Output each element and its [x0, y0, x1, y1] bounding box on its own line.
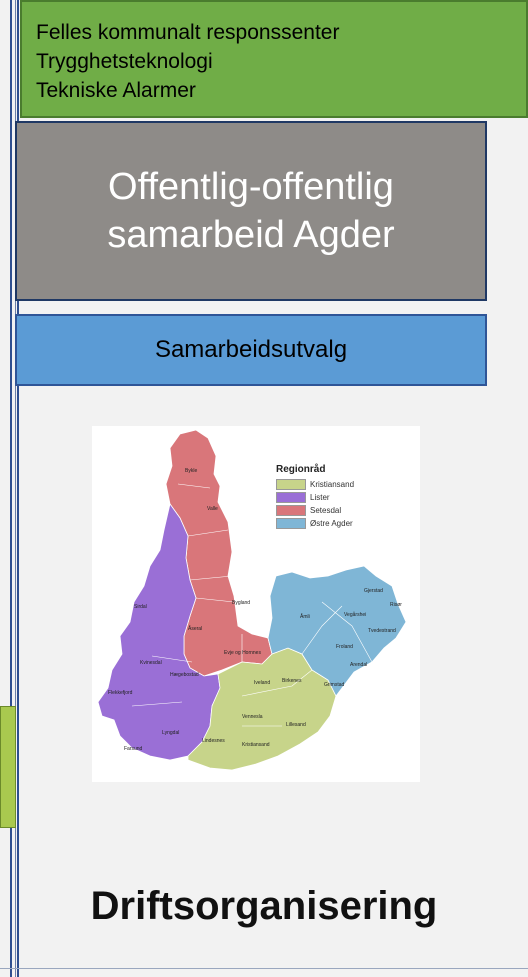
left-border-line	[15, 0, 16, 977]
left-border-line	[17, 0, 19, 977]
sub-title-box: Samarbeidsutvalg	[15, 314, 487, 386]
bottom-border-line	[0, 968, 528, 969]
left-border-line	[10, 0, 12, 977]
legend-item-ostre-agder: Østre Agder	[276, 517, 354, 530]
main-title: Offentlig-offentlig samarbeid Agder	[107, 163, 394, 259]
map-label-kvinesdal: Kvinesdal	[140, 660, 162, 666]
legend-label: Lister	[310, 493, 330, 502]
map-label-vegarshei: Vegårshei	[344, 611, 366, 618]
region-ostre-agder	[267, 565, 407, 697]
map-label-vennesla: Vennesla	[242, 714, 263, 720]
map-label-birkenes: Birkenes	[282, 678, 302, 684]
map-label-bykle: Bykle	[185, 468, 197, 474]
map-label-gjerstad: Gjerstad	[364, 588, 383, 594]
map-label-froland: Froland	[336, 644, 353, 650]
map-label-aseral: Åseral	[188, 625, 202, 632]
map-label-risor: Risør	[390, 602, 402, 608]
map-label-tvedestrand: Tvedestrand	[368, 628, 396, 634]
map-label-bygland: Bygland	[232, 600, 250, 606]
main-title-line-1: Offentlig-offentlig	[108, 166, 394, 208]
agder-region-map: Bykle Valle Bygland Åseral Evje og Hornn…	[92, 426, 420, 782]
map-label-grimstad: Grimstad	[324, 682, 345, 688]
side-tab	[0, 706, 16, 828]
header-line-1: Felles kommunalt responssenter	[36, 21, 340, 44]
map-label-lindesnes: Lindesnes	[202, 738, 225, 744]
main-title-line-2: samarbeid Agder	[107, 214, 395, 256]
map-label-lillesand: Lillesand	[286, 722, 306, 728]
region-lister	[97, 503, 221, 761]
map-label-arendal: Arendal	[350, 662, 367, 668]
legend-label: Østre Agder	[310, 519, 353, 528]
map-label-haegebostad: Hægebostad	[170, 672, 199, 678]
map-label-farsund: Farsund	[124, 746, 143, 752]
legend-swatch	[276, 492, 306, 503]
map-label-flekkefjord: Flekkefjord	[108, 690, 133, 696]
legend-swatch	[276, 479, 306, 490]
header-line-3: Tekniske Alarmer	[36, 79, 196, 102]
map-graphic: Bykle Valle Bygland Åseral Evje og Hornn…	[97, 429, 407, 771]
footer-title: Driftsorganisering	[90, 884, 438, 928]
legend-label: Kristiansand	[310, 480, 355, 489]
legend-swatch	[276, 518, 306, 529]
map-legend: Regionråd Kristiansand Lister Setesdal Ø…	[276, 464, 354, 530]
map-label-valle: Valle	[207, 506, 218, 512]
legend-item-setesdal: Setesdal	[276, 504, 354, 517]
legend-label: Setesdal	[310, 506, 342, 515]
legend-item-kristiansand: Kristiansand	[276, 478, 354, 491]
map-label-sirdal: Sirdal	[134, 604, 147, 610]
map-label-amli: Åmli	[300, 613, 310, 620]
main-title-box: Offentlig-offentlig samarbeid Agder	[15, 121, 487, 301]
legend-swatch	[276, 505, 306, 516]
legend-item-lister: Lister	[276, 491, 354, 504]
map-label-kristiansand: Kristiansand	[242, 742, 270, 748]
header-banner: Felles kommunalt responssenter Trygghets…	[20, 0, 528, 118]
legend-title: Regionråd	[276, 464, 326, 475]
sub-title-label: Samarbeidsutvalg	[154, 336, 348, 363]
map-label-evje: Evje og Hornnes	[224, 650, 261, 656]
map-label-iveland: Iveland	[254, 680, 270, 686]
map-label-lyngdal: Lyngdal	[162, 730, 179, 736]
header-line-2: Trygghetsteknologi	[36, 50, 213, 73]
